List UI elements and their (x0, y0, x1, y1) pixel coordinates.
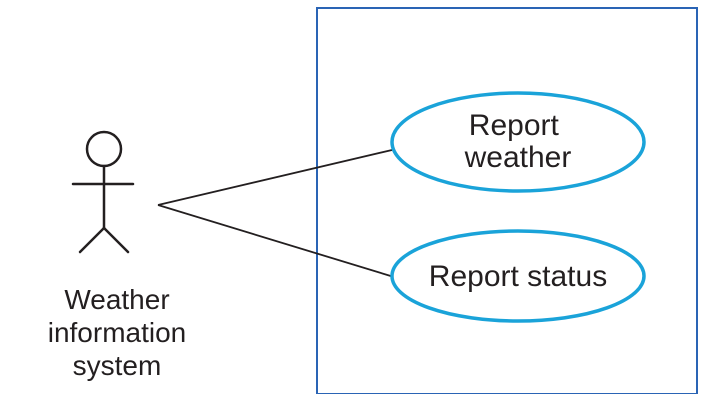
actor-left-leg (78, 226, 106, 254)
use-case-label: Report status (429, 260, 607, 293)
use-case-ellipse (390, 229, 646, 323)
use-case-report-status[interactable]: Report status (390, 229, 646, 323)
association-report-status (157, 204, 395, 278)
association-report-weather (157, 149, 393, 206)
actor-label: Weather information system (20, 283, 214, 382)
use-case-ellipse (390, 91, 646, 193)
actor-head (85, 130, 123, 168)
use-case-report-weather[interactable]: Report weather (390, 91, 646, 193)
system-boundary (316, 7, 698, 394)
stick-figure-icon (71, 130, 135, 254)
use-case-label: Report weather (464, 109, 572, 174)
actor-label-line: information (47, 317, 187, 348)
actor-right-leg (102, 226, 130, 254)
use-case-label-line: Report (469, 109, 560, 142)
actor-label-line: system (72, 350, 162, 381)
use-case-label-line: Report status (429, 260, 607, 293)
use-case-label-line: weather (464, 141, 572, 174)
actor-label-line: Weather (64, 284, 170, 315)
